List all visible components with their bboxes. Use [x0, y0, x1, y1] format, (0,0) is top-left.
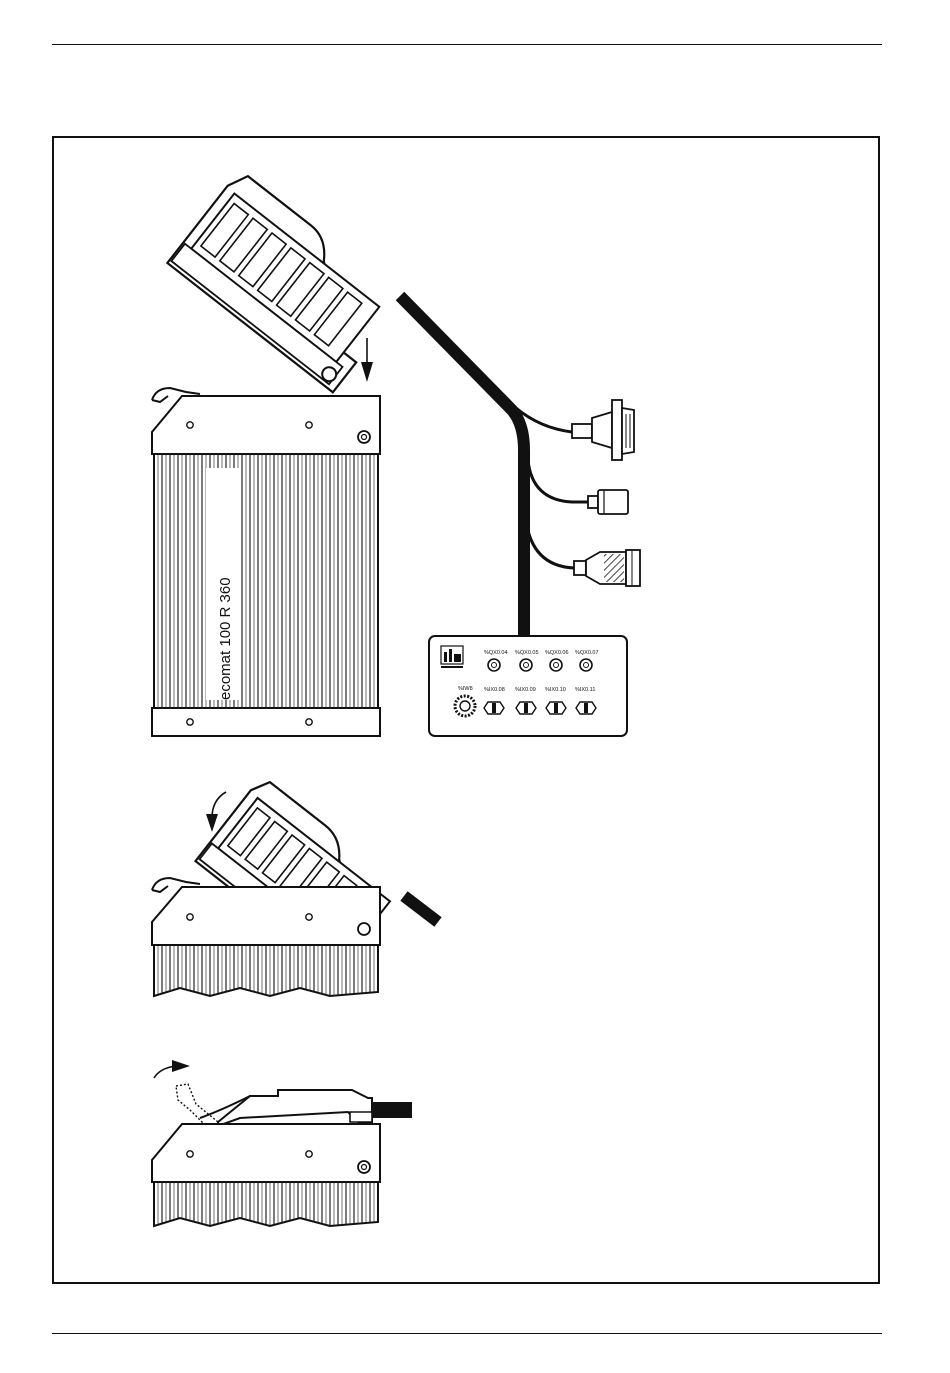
potentiometer-knob[interactable] [455, 696, 475, 716]
round-plug-small [588, 490, 628, 514]
cable-branch-round-large [526, 520, 574, 568]
sub-d-connector [572, 400, 634, 460]
output-label: %QX0.04 [484, 650, 508, 656]
output-label: %QX0.06 [545, 650, 569, 656]
cable-branch-round [528, 460, 588, 502]
connector-housing-1 [167, 170, 405, 392]
step-1-insert: ecomat 100 R 360 %QX0.04%QX0.05%QX0.06%Q… [152, 170, 640, 736]
input-label: %IX0.10 [545, 687, 566, 693]
ecomat-device: ecomat 100 R 360 [152, 388, 380, 736]
input-label: %IX0.09 [515, 687, 536, 693]
main-cable [400, 296, 524, 636]
output-label: %QX0.05 [515, 650, 539, 656]
round-plug-large [574, 550, 640, 586]
step-3-latch [152, 1060, 412, 1226]
connector-housing-3 [200, 1090, 372, 1126]
output-label: %QX0.07 [575, 650, 599, 656]
test-box: %QX0.04 %QX0.05 %QX0.06 %QX0.07 %IX0.08 %IX0… [429, 636, 627, 736]
input-label: %IX0.08 [484, 687, 505, 693]
input-label: %IX0.11 [575, 687, 595, 693]
step-2-lower [152, 776, 438, 996]
insert-arrow [361, 338, 373, 382]
potentiometer-label: %IW8 [458, 686, 473, 692]
device-label: ecomat 100 R 360 [217, 577, 234, 700]
